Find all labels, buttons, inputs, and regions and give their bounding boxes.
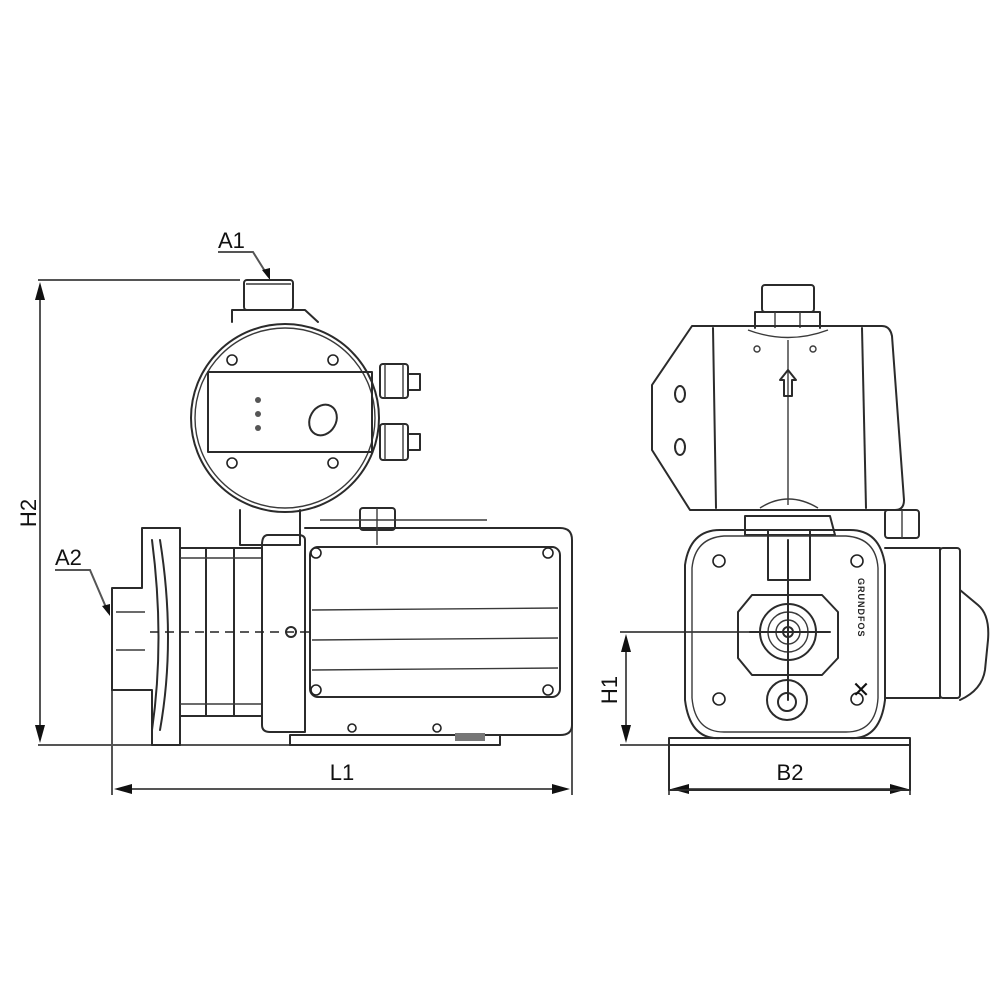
label-a2: A2 bbox=[55, 545, 82, 570]
outlet-front bbox=[754, 284, 821, 329]
reset-button bbox=[308, 403, 338, 437]
dimension-l1: L1 bbox=[111, 600, 573, 795]
brand-logo-icon: ✕ bbox=[848, 680, 873, 698]
leader-a1: A1 bbox=[218, 228, 270, 280]
label-b2: B2 bbox=[777, 760, 804, 785]
base-plate bbox=[668, 737, 911, 791]
flow-arrow-icon bbox=[779, 369, 797, 397]
drain-plug bbox=[766, 679, 808, 721]
pump-body-front: GRUNDFOS ✕ bbox=[684, 515, 886, 740]
dimension-h2: H2 bbox=[16, 279, 300, 746]
pressure-controller bbox=[190, 323, 421, 546]
indicator-light-3 bbox=[255, 425, 261, 431]
label-a1: A1 bbox=[218, 228, 245, 253]
indicator-light-1 bbox=[255, 397, 261, 403]
dimension-h1: H1 bbox=[597, 631, 790, 746]
motor bbox=[289, 507, 573, 746]
pump-head bbox=[111, 527, 181, 746]
cable-gland-lower bbox=[379, 423, 421, 461]
label-h1: H1 bbox=[597, 676, 622, 704]
dimension-b2: B2 bbox=[668, 745, 911, 795]
pump-side-view bbox=[111, 279, 573, 746]
motor-end-cap bbox=[884, 509, 990, 701]
brand-text: GRUNDFOS bbox=[856, 578, 866, 638]
leader-a2: A2 bbox=[55, 545, 110, 616]
controller-housing bbox=[651, 325, 905, 511]
label-l1: L1 bbox=[330, 760, 354, 785]
pump-front-view: GRUNDFOS ✕ bbox=[651, 284, 990, 791]
cable-gland-upper bbox=[379, 363, 421, 399]
indicator-light-2 bbox=[255, 411, 261, 417]
outlet-a1 bbox=[231, 279, 319, 323]
label-h2: H2 bbox=[16, 499, 41, 527]
